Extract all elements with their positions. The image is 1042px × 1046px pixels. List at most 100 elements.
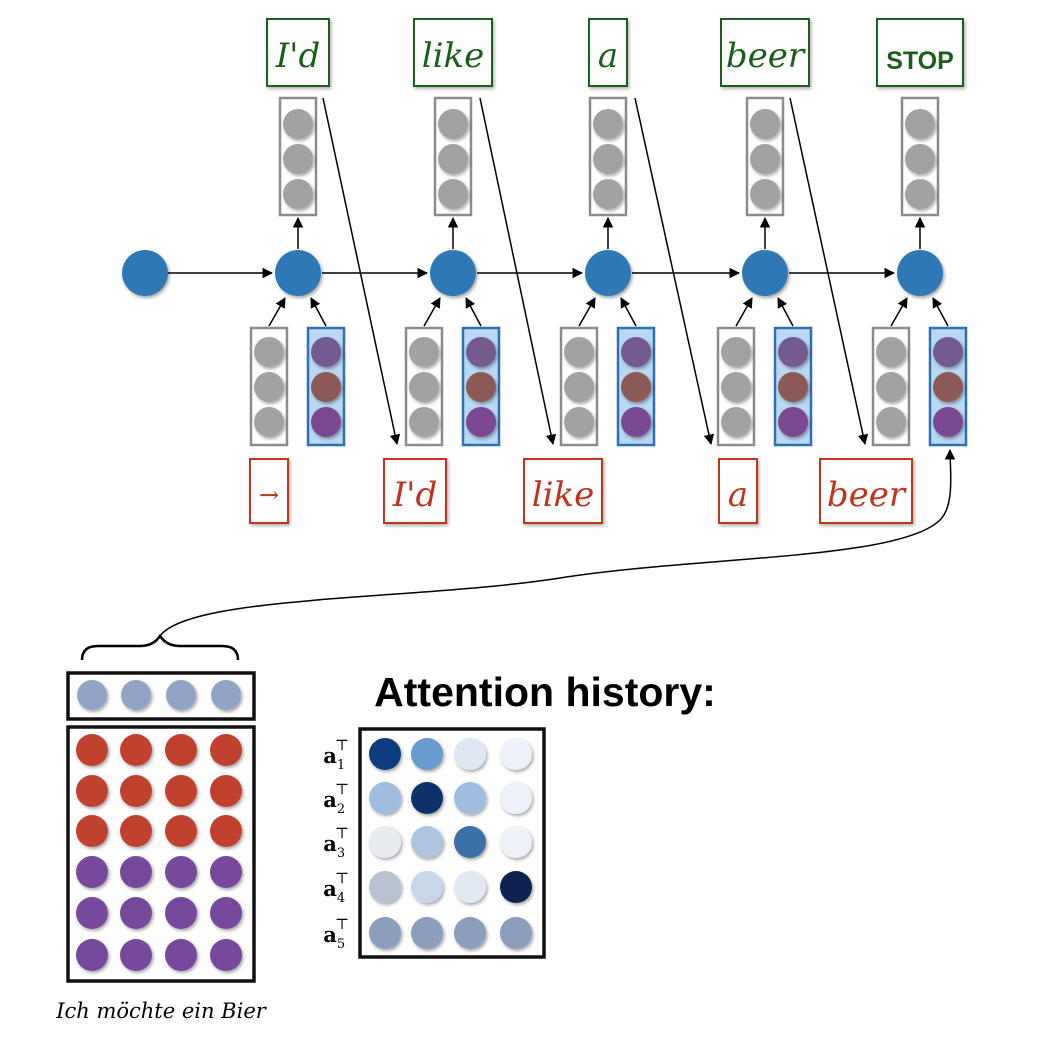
attention-weight-node: [411, 871, 443, 903]
source-annotation-node: [120, 897, 152, 929]
source-annotation-node: [165, 775, 197, 807]
source-annotation-node: [210, 856, 242, 888]
source-annotation-node: [76, 897, 108, 929]
attention-row-superscript: ⊤: [335, 736, 349, 754]
output-word: a: [598, 36, 618, 76]
output-vector-node: [283, 179, 313, 209]
decoder-hidden-state: [897, 250, 943, 296]
context-vector-node: [621, 407, 651, 437]
source-annotation-node: [210, 939, 242, 971]
source-summary-node: [121, 680, 151, 710]
attention-weight-node: [454, 871, 486, 903]
input-embedding-node: [721, 407, 751, 437]
output-vector-node: [750, 179, 780, 209]
source-summary-node: [77, 680, 107, 710]
attention-weight-node: [500, 871, 532, 903]
input-word-box: [249, 458, 289, 524]
attention-weight-node: [369, 826, 401, 858]
attention-row-subscript: 5: [337, 937, 345, 952]
source-annotation-node: [76, 815, 108, 847]
context-vector-node: [778, 337, 808, 367]
source-annotation-node: [210, 775, 242, 807]
attention-weight-node: [369, 782, 401, 814]
brace: [80, 633, 240, 661]
input-word: I'd: [392, 475, 438, 515]
context-vector-node: [778, 372, 808, 402]
source-annotation-node: [210, 734, 242, 766]
attention-weight-node: [369, 738, 401, 770]
attention-row-label: a: [323, 787, 337, 812]
attention-title: Attention history:: [374, 669, 716, 715]
attention-row-label: a: [323, 743, 337, 768]
feed-previous-word-arrow: [634, 97, 715, 446]
context-vector-node: [466, 337, 496, 367]
source-annotation-node: [165, 856, 197, 888]
input-word-box: [718, 458, 758, 524]
attention-weight-node: [454, 917, 486, 949]
context-to-hidden-arrow: [465, 297, 482, 327]
source-annotation-node: [165, 897, 197, 929]
attention-row-label: a: [323, 922, 337, 947]
input-word: a: [728, 475, 748, 515]
input-embedding-node: [876, 407, 906, 437]
input-embedding-node: [254, 407, 284, 437]
output-vector-node: [905, 144, 935, 174]
input-embedding-node: [254, 372, 284, 402]
input-to-hidden-arrow: [268, 297, 286, 327]
input-embedding-node: [876, 372, 906, 402]
input-embedding-node: [254, 337, 284, 367]
output-vector-node: [905, 179, 935, 209]
input-word: beer: [827, 475, 907, 515]
output-word-box: [588, 18, 628, 87]
attention-weight-node: [454, 782, 486, 814]
attention-weight-node: [454, 738, 486, 770]
input-embedding-node: [564, 337, 594, 367]
context-vector-node: [621, 372, 651, 402]
output-word-stop: STOP: [886, 47, 954, 75]
input-embedding-node: [564, 372, 594, 402]
source-summary-node: [166, 680, 196, 710]
attention-row-superscript: ⊤: [335, 780, 349, 798]
input-word: like: [532, 475, 594, 515]
output-word: I'd: [275, 36, 321, 76]
context-vector-node: [933, 372, 963, 402]
output-vector-node: [905, 109, 935, 139]
attention-weight-node: [454, 826, 486, 858]
attention-row-subscript: 3: [337, 846, 345, 861]
attention-weight-node: [500, 917, 532, 949]
attention-weight-node: [369, 917, 401, 949]
decoder-hidden-state: [275, 250, 321, 296]
attention-weight-node: [369, 871, 401, 903]
context-to-hidden-arrow: [777, 297, 794, 327]
input-to-hidden-arrow: [735, 297, 753, 327]
source-annotation-node: [76, 939, 108, 971]
feed-previous-word-arrow: [322, 97, 401, 446]
output-vector-node: [593, 144, 623, 174]
source-annotation-node: [120, 815, 152, 847]
source-annotation-node: [76, 734, 108, 766]
context-vector-node: [778, 407, 808, 437]
output-vector-node: [750, 109, 780, 139]
attention-weight-node: [411, 738, 443, 770]
attention-row-label: a: [323, 876, 337, 901]
input-embedding-node: [409, 407, 439, 437]
context-vector-node: [311, 372, 341, 402]
input-word-box: [523, 458, 603, 524]
attention-row-subscript: 4: [337, 891, 345, 906]
source-annotation-node: [210, 897, 242, 929]
output-vector-node: [750, 144, 780, 174]
context-to-hidden-arrow: [310, 297, 327, 327]
output-word-box: [266, 18, 330, 87]
output-word: like: [422, 36, 484, 76]
context-vector-node: [311, 407, 341, 437]
input-to-hidden-arrow: [890, 297, 908, 327]
context-to-hidden-arrow: [932, 297, 949, 327]
feed-previous-word-arrow: [479, 97, 557, 446]
source-annotation-node: [165, 939, 197, 971]
context-to-hidden-arrow: [620, 297, 637, 327]
output-word-box: [413, 18, 493, 87]
attention-weight-node: [500, 782, 532, 814]
context-vector-node: [933, 407, 963, 437]
input-embedding-node: [564, 407, 594, 437]
input-embedding-node: [409, 372, 439, 402]
